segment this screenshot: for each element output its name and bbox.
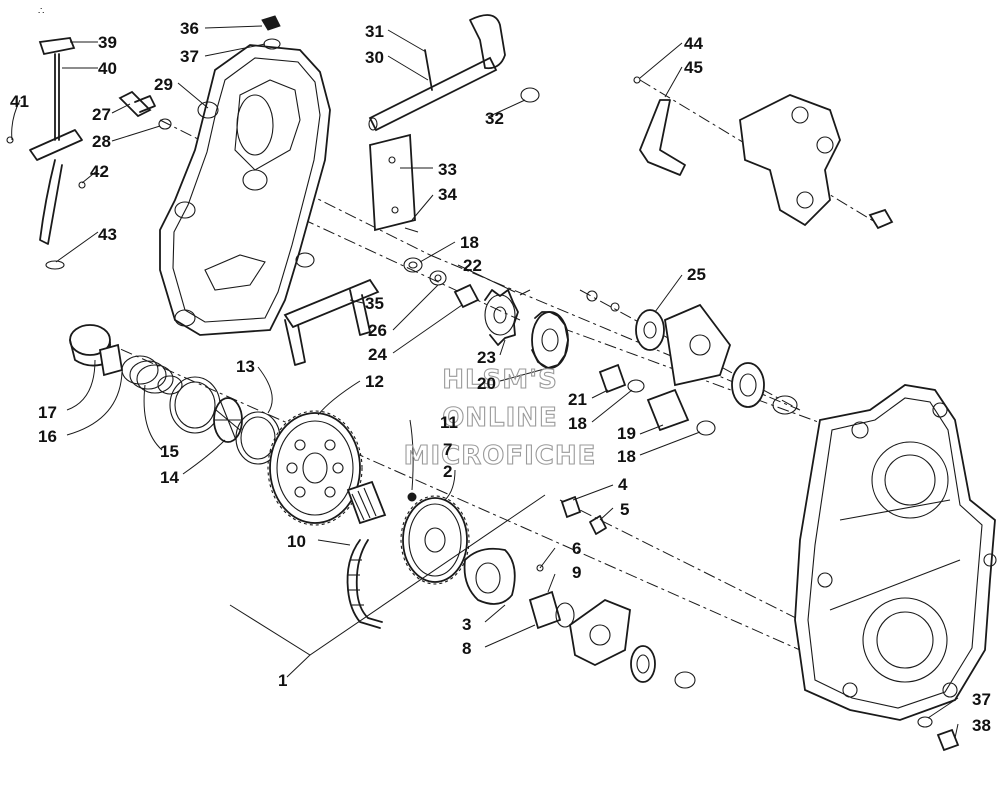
brake-lever xyxy=(6,37,86,270)
shaft-30 xyxy=(368,14,540,132)
callout-11: 11 xyxy=(440,413,458,432)
callout-13: 13 xyxy=(236,357,255,376)
plate-33 xyxy=(369,133,419,233)
callout-28: 28 xyxy=(92,132,111,151)
rings-13-14 xyxy=(169,376,281,465)
callout-23: 23 xyxy=(477,348,496,367)
callout-21: 21 xyxy=(568,390,587,409)
callout-1: 1 xyxy=(278,671,287,690)
upper-shaft-parts xyxy=(403,257,569,369)
callout-15: 15 xyxy=(160,442,179,461)
callout-39: 39 xyxy=(98,33,117,52)
callout-1-bracket xyxy=(229,494,546,678)
callout-9: 9 xyxy=(572,563,581,582)
callout-41: 41 xyxy=(10,92,29,111)
callout-18b: 18 xyxy=(568,414,587,433)
callout-35: 35 xyxy=(365,294,384,313)
brake-caliper xyxy=(633,76,894,230)
bearing-plate-lower xyxy=(569,598,696,689)
callout-37a: 37 xyxy=(180,47,199,66)
callout-45: 45 xyxy=(684,58,703,77)
callout-10: 10 xyxy=(287,532,306,551)
callout-12: 12 xyxy=(365,372,384,391)
watermark-line-2: ONLINE xyxy=(442,403,558,433)
corner-mark: ∴ xyxy=(38,6,44,17)
drive-chain-10 xyxy=(346,539,383,629)
callout-37b: 37 xyxy=(972,690,991,709)
actuator-35 xyxy=(283,278,380,366)
callout-44: 44 xyxy=(684,34,703,53)
callout-16: 16 xyxy=(38,427,57,446)
callout-40: 40 xyxy=(98,59,117,78)
callout-27: 27 xyxy=(92,105,111,124)
callout-30: 30 xyxy=(365,48,384,67)
callout-20: 20 xyxy=(477,374,496,393)
callout-19: 19 xyxy=(617,424,636,443)
splined-shaft-11 xyxy=(346,480,417,525)
callout-2: 2 xyxy=(443,462,452,481)
callout-34: 34 xyxy=(438,185,457,204)
upper-right-shaft xyxy=(586,290,798,415)
callout-7: 7 xyxy=(443,440,452,459)
callout-labels: 1 2 3 4 5 6 7 8 9 10 11 12 13 14 15 16 1… xyxy=(10,19,991,735)
callout-33: 33 xyxy=(438,160,457,179)
gearcase-housing xyxy=(794,384,997,721)
gear-2 xyxy=(400,495,470,585)
callout-4: 4 xyxy=(618,475,628,494)
bushings xyxy=(598,363,716,436)
callout-42: 42 xyxy=(90,162,109,181)
callout-17: 17 xyxy=(38,403,57,422)
watermark-line-1: HLSM'S xyxy=(442,365,558,395)
leader-lines xyxy=(11,25,959,739)
drive-hub-16 xyxy=(69,324,183,395)
drain-plug xyxy=(917,716,960,752)
callout-14: 14 xyxy=(160,468,179,487)
callout-36: 36 xyxy=(180,19,199,38)
callout-24: 24 xyxy=(368,345,387,364)
callout-26: 26 xyxy=(368,321,387,340)
callout-32: 32 xyxy=(485,109,504,128)
callout-22: 22 xyxy=(463,256,482,275)
callout-18a: 18 xyxy=(460,233,479,252)
sprocket-12 xyxy=(267,410,363,526)
watermark-line-3: MICROFICHE xyxy=(404,441,597,471)
callout-6: 6 xyxy=(572,539,581,558)
callout-18c: 18 xyxy=(617,447,636,466)
callout-43: 43 xyxy=(98,225,117,244)
callout-25: 25 xyxy=(687,265,706,284)
callout-3: 3 xyxy=(462,615,471,634)
callout-5: 5 xyxy=(620,500,629,519)
thrust-plate-3 xyxy=(463,547,575,630)
callout-38: 38 xyxy=(972,716,991,735)
bolt-27 xyxy=(118,90,172,130)
watermark: HLSM'S ONLINE MICROFICHE xyxy=(403,364,597,471)
callout-8: 8 xyxy=(462,639,471,658)
callout-31: 31 xyxy=(365,22,384,41)
callout-29: 29 xyxy=(154,75,173,94)
bolt-4-5 xyxy=(560,495,607,535)
chaincase-cover xyxy=(159,44,331,336)
